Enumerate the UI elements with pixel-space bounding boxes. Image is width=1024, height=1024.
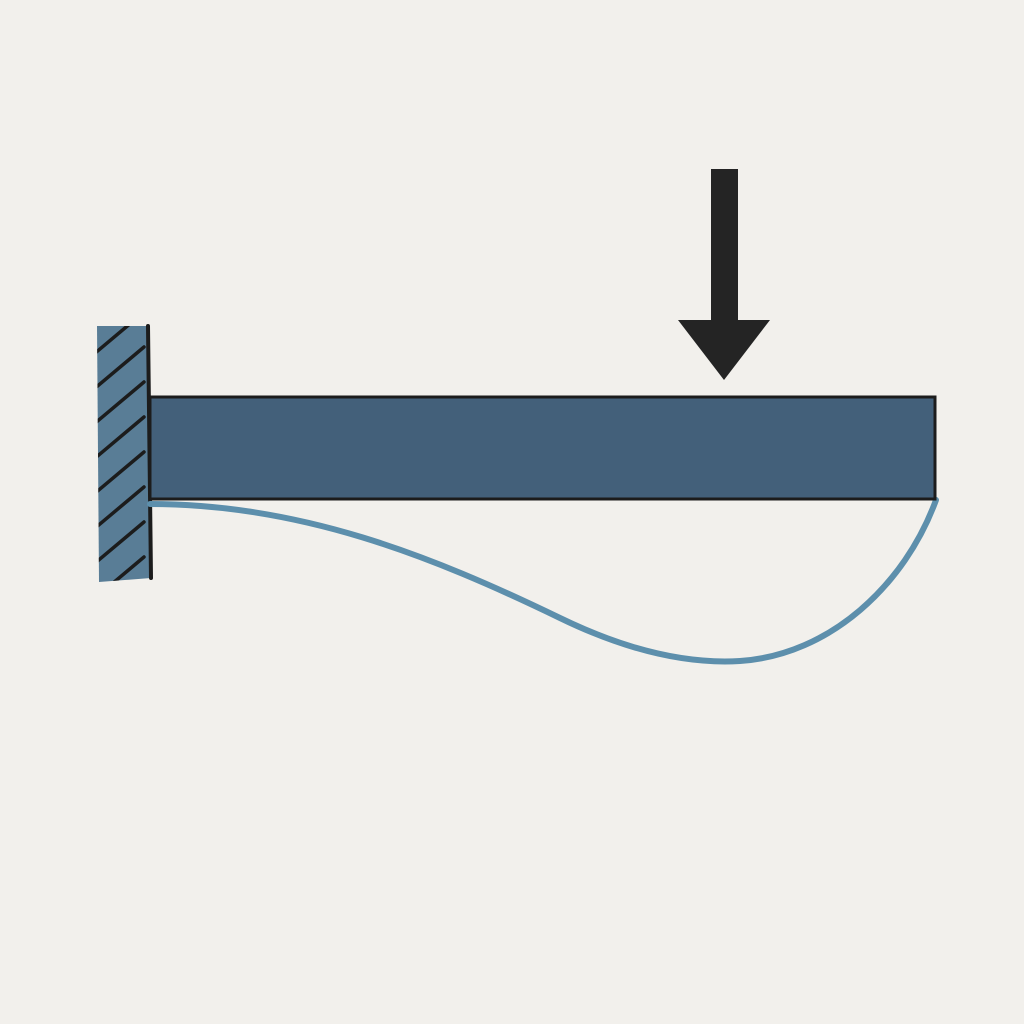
fixed-support bbox=[97, 324, 153, 582]
deflection-curve bbox=[147, 497, 939, 665]
support-block bbox=[97, 326, 151, 582]
arrow-shaft bbox=[711, 169, 738, 324]
point-load-arrow bbox=[678, 169, 770, 380]
beam bbox=[148, 395, 937, 501]
arrow-head bbox=[678, 320, 770, 380]
support-hatching bbox=[97, 326, 146, 582]
